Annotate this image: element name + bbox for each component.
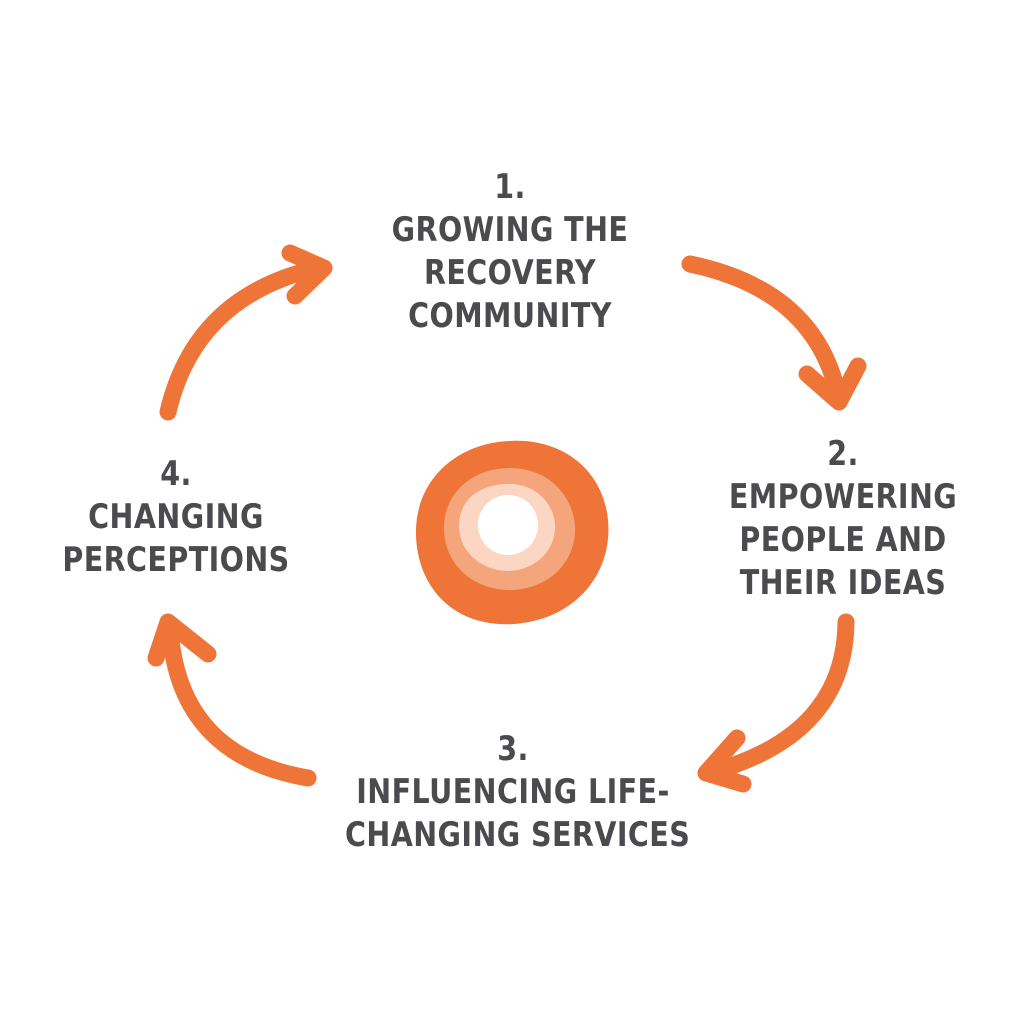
step-empowering-people: 2. EMPOWERING PEOPLE AND THEIR IDEAS xyxy=(675,433,1011,605)
arrow-shaft xyxy=(159,259,327,421)
arrow-head xyxy=(697,729,752,793)
step-label-line: GROWING THE xyxy=(391,210,629,250)
curved-arrow-icon xyxy=(147,613,317,787)
step-label-line: INFLUENCING LIFE- xyxy=(356,772,670,812)
curved-arrow-icon xyxy=(697,613,855,793)
step-label-line: CHANGING xyxy=(88,497,264,537)
step-label-line: PEOPLE AND xyxy=(739,520,947,560)
step-label-line: COMMUNITY xyxy=(408,296,612,336)
step-number: 4. xyxy=(160,454,192,494)
arrow-head xyxy=(147,613,217,667)
arrow-head xyxy=(281,244,333,305)
step-label-line: THEIR IDEAS xyxy=(739,563,947,603)
arrow-shaft xyxy=(161,619,317,787)
arrow-shaft xyxy=(703,613,855,781)
center-circle-icon xyxy=(415,440,609,625)
arrow-shaft xyxy=(681,255,847,404)
step-number: 1. xyxy=(494,167,526,207)
step-influencing-services: 3. INFLUENCING LIFE- CHANGING SERVICES xyxy=(345,728,691,857)
arrow-head xyxy=(798,357,867,411)
step-label-line: PERCEPTIONS xyxy=(62,540,290,580)
step-growing-recovery-community: 1. GROWING THE RECOVERY COMMUNITY xyxy=(342,166,678,338)
center-dot xyxy=(478,495,538,555)
step-label-line: EMPOWERING xyxy=(728,477,958,517)
step-label-line: CHANGING SERVICES xyxy=(345,815,691,855)
curved-arrow-icon xyxy=(681,255,867,411)
step-label-line: RECOVERY xyxy=(423,253,597,293)
step-number: 3. xyxy=(497,729,529,769)
curved-arrow-icon xyxy=(159,244,333,421)
step-changing-perceptions: 4. CHANGING PERCEPTIONS xyxy=(8,453,344,582)
step-number: 2. xyxy=(827,434,859,474)
